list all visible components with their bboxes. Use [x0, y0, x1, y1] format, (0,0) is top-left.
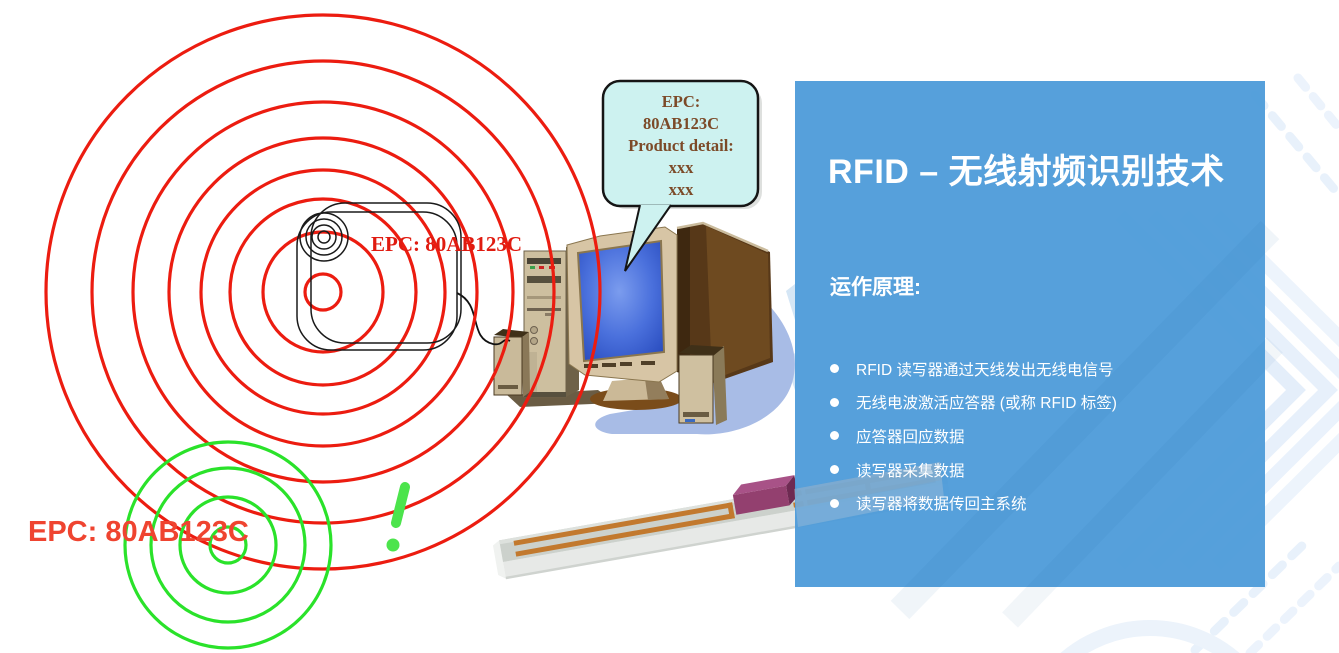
reader-radio-waves [44, 13, 602, 571]
antenna-target-icon [299, 212, 349, 262]
antenna-cable [456, 292, 511, 346]
bubble-line-detail: Product detail: [628, 136, 734, 155]
monitor-screen [576, 239, 666, 363]
speech-bubble: EPC: 80AB123C Product detail: xxx xxx [601, 79, 762, 272]
rfid-chip [732, 475, 798, 515]
strip-ghost [794, 462, 944, 527]
reader-antenna [296, 202, 462, 351]
bubble-line-epc: EPC: [662, 92, 701, 111]
speaker-right [678, 345, 727, 425]
responder-waves [123, 440, 333, 650]
monitor-base [603, 377, 669, 401]
info-panel [794, 81, 1283, 628]
tower-button [530, 326, 538, 334]
floppy-slot [527, 308, 561, 311]
power-led [530, 266, 535, 269]
bubble-line-xxx2: xxx [669, 180, 695, 199]
bubble-line-code: 80AB123C [643, 114, 719, 133]
speaker-left [493, 329, 530, 397]
hdd-led [539, 266, 544, 269]
bubble-line-xxx1: xxx [669, 158, 695, 177]
reader-epc-label: EPC: 80AB123C [371, 232, 522, 256]
tower-button [530, 337, 538, 345]
exclamation-mark [386, 482, 410, 552]
responder-epc-label: EPC: 80AB123C [28, 516, 249, 548]
